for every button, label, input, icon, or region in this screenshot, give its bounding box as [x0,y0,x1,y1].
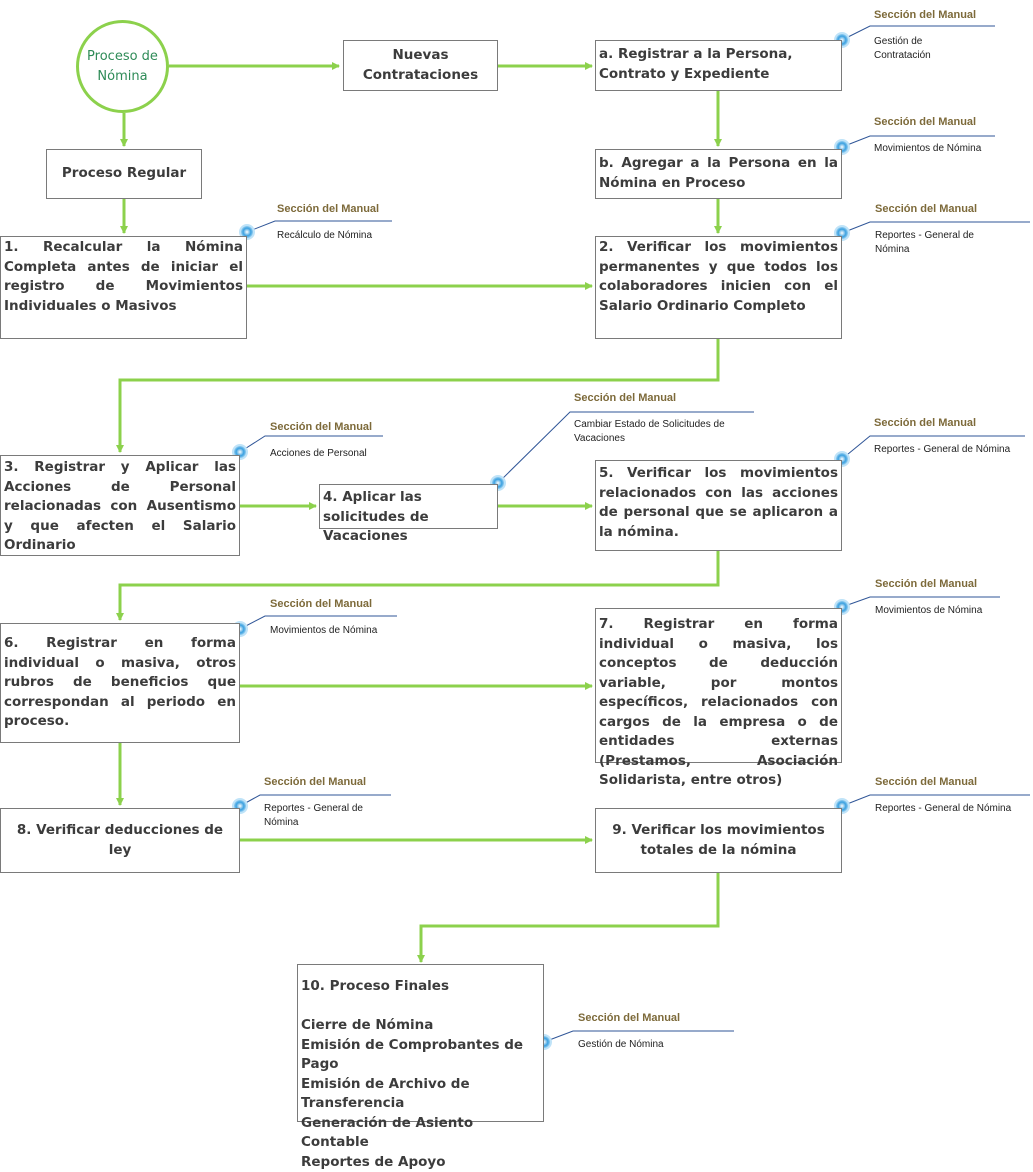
box-proceso-regular: Proceso Regular [46,149,202,199]
box-step-2: 2. Verificar los movimientos permanentes… [595,236,842,339]
step-7-label: 7. Registrar en forma individual o masiv… [599,616,838,788]
step-1-label: 1. Recalcular la Nómina Completa antes d… [4,239,243,314]
step-9-label: 9. Verificar los movimientos totales de … [599,821,838,860]
callout-8-line-2: Nómina [264,816,363,830]
callout-4-line-2: Vacaciones [574,432,725,446]
nuevas-line-2: Contrataciones [363,66,478,86]
callout-header: Sección del Manual [270,421,372,433]
box-step-b: b. Agregar a la Persona en la Nómina en … [595,149,842,199]
callout-header: Sección del Manual [875,203,977,215]
step-6-label: 6. Registrar en forma individual o masiv… [4,635,236,729]
callout-header: Sección del Manual [874,9,976,21]
step-8-label: 8. Verificar deducciones de ley [4,821,236,860]
callout-header: Sección del Manual [574,392,676,404]
callout-header: Sección del Manual [875,578,977,590]
box-nuevas-contrataciones: Nuevas Contrataciones [343,40,498,91]
start-line-1: Proceso de [87,47,158,67]
callout-1-line-1: Recálculo de Nómina [277,229,372,243]
box-step-1: 1. Recalcular la Nómina Completa antes d… [0,236,247,339]
step-b-label: b. Agregar a la Persona en la Nómina en … [599,155,838,191]
step-10-item: Reportes de Apoyo [301,1153,540,1172]
callout-a-line-2: Contratación [874,49,931,63]
box-step-7: 7. Registrar en forma individual o masiv… [595,608,842,763]
callout-header: Sección del Manual [277,203,379,215]
callout-8-line-1: Reportes - General de [264,802,363,816]
step-5-label: 5. Verificar los movimientos relacionado… [599,465,838,540]
callout-header: Sección del Manual [264,776,366,788]
step-10-title: 10. Proceso Finales [301,977,540,997]
callout-3-line-1: Acciones de Personal [270,447,367,461]
box-step-a: a. Registrar a la Persona, Contrato y Ex… [595,40,842,91]
callout-header: Sección del Manual [874,417,976,429]
step-10-item: Emisión de Archivo de Transferencia [301,1075,540,1114]
step-10-item: Cierre de Nómina [301,1016,540,1036]
callout-9-line-1: Reportes - General de Nómina [875,802,1011,816]
callout-header: Sección del Manual [578,1012,680,1024]
connector-9-10 [421,873,718,962]
callout-b-line-1: Movimientos de Nómina [874,142,981,156]
box-step-9: 9. Verificar los movimientos totales de … [595,808,842,873]
step-a-label: a. Registrar a la Persona, Contrato y Ex… [599,46,793,82]
box-step-8: 8. Verificar deducciones de ley [0,808,240,873]
step-2-label: 2. Verificar los movimientos permanentes… [599,239,838,314]
callout-4-line-1: Cambiar Estado de Solicitudes de [574,418,725,432]
callout-7-line-1: Movimientos de Nómina [875,604,982,618]
nuevas-line-1: Nuevas [363,46,478,66]
callout-header: Sección del Manual [270,598,372,610]
box-step-4: 4. Aplicar las solicitudes de Vacaciones [319,484,498,529]
start-line-2: Nómina [87,67,158,87]
step-10-item: Generación de Asiento Contable [301,1114,540,1153]
box-step-6: 6. Registrar en forma individual o masiv… [0,623,240,743]
callout-header: Sección del Manual [874,116,976,128]
callout-10-line-1: Gestión de Nómina [578,1038,664,1052]
step-3-label: 3. Registrar y Aplicar las Acciones de P… [4,459,236,553]
start-node: Proceso de Nómina [76,20,169,113]
box-step-5: 5. Verificar los movimientos relacionado… [595,460,842,551]
callout-a-line-1: Gestión de [874,35,931,49]
callout-2-line-2: Nómina [875,243,974,257]
step-10-item: Emisión de Comprobantes de Pago [301,1036,540,1075]
callout-5-line-1: Reportes - General de Nómina [874,443,1010,457]
box-step-10: 10. Proceso Finales Cierre de Nómina Emi… [297,964,544,1122]
callout-header: Sección del Manual [875,776,977,788]
box-step-3: 3. Registrar y Aplicar las Acciones de P… [0,455,240,556]
callout-6-line-1: Movimientos de Nómina [270,624,377,638]
callout-2-line-1: Reportes - General de [875,229,974,243]
proceso-regular-label: Proceso Regular [62,164,186,184]
